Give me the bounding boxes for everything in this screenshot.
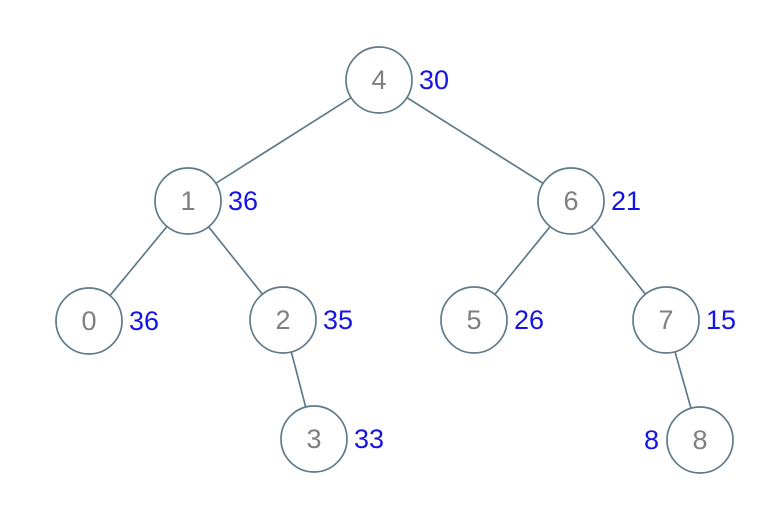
tree-edge-7-8: [674, 351, 692, 409]
tree-node-number-5: 5: [466, 305, 481, 335]
tree-node-circle-3: [280, 405, 348, 473]
tree-node-label-5: 26: [514, 305, 544, 335]
tree-node-number-1: 1: [180, 186, 195, 216]
tree-edge-4-1: [215, 96, 352, 185]
tree-node-number-8: 8: [692, 425, 707, 455]
tree-node-circle-2: [249, 286, 317, 354]
tree-edge-6-5: [494, 226, 551, 295]
tree-node-circle-5: [440, 286, 508, 354]
tree-edge-2-3: [290, 351, 307, 408]
tree-node-label-4: 30: [419, 65, 449, 95]
tree-node-label-1: 36: [228, 186, 258, 216]
tree-node-number-4: 4: [371, 65, 386, 95]
tree-node-number-2: 2: [275, 305, 290, 335]
tree-edge-1-0: [109, 225, 168, 297]
tree-node-label-3: 33: [354, 424, 384, 454]
tree-node-circle-0: [55, 287, 123, 355]
tree-node-label-2: 35: [323, 305, 353, 335]
tree-node-number-6: 6: [563, 186, 578, 216]
tree-edge-6-7: [590, 226, 647, 295]
tree-node-circle-1: [154, 167, 222, 235]
tree-node-circle-6: [537, 167, 605, 235]
tree-edge-1-2: [207, 226, 264, 295]
tree-node-number-7: 7: [658, 305, 673, 335]
tree-node-circle-7: [632, 286, 700, 354]
tree-node-label-0: 36: [129, 306, 159, 336]
tree-node-circle-4: [345, 46, 413, 114]
tree-edge-4-6: [406, 96, 544, 185]
tree-node-number-0: 0: [81, 306, 96, 336]
tree-node-label-7: 15: [706, 305, 736, 335]
tree-node-number-3: 3: [306, 424, 321, 454]
tree-node-label-6: 21: [611, 186, 641, 216]
tree-node-circle-8: [666, 406, 734, 474]
tree-node-label-8: 8: [644, 425, 659, 455]
